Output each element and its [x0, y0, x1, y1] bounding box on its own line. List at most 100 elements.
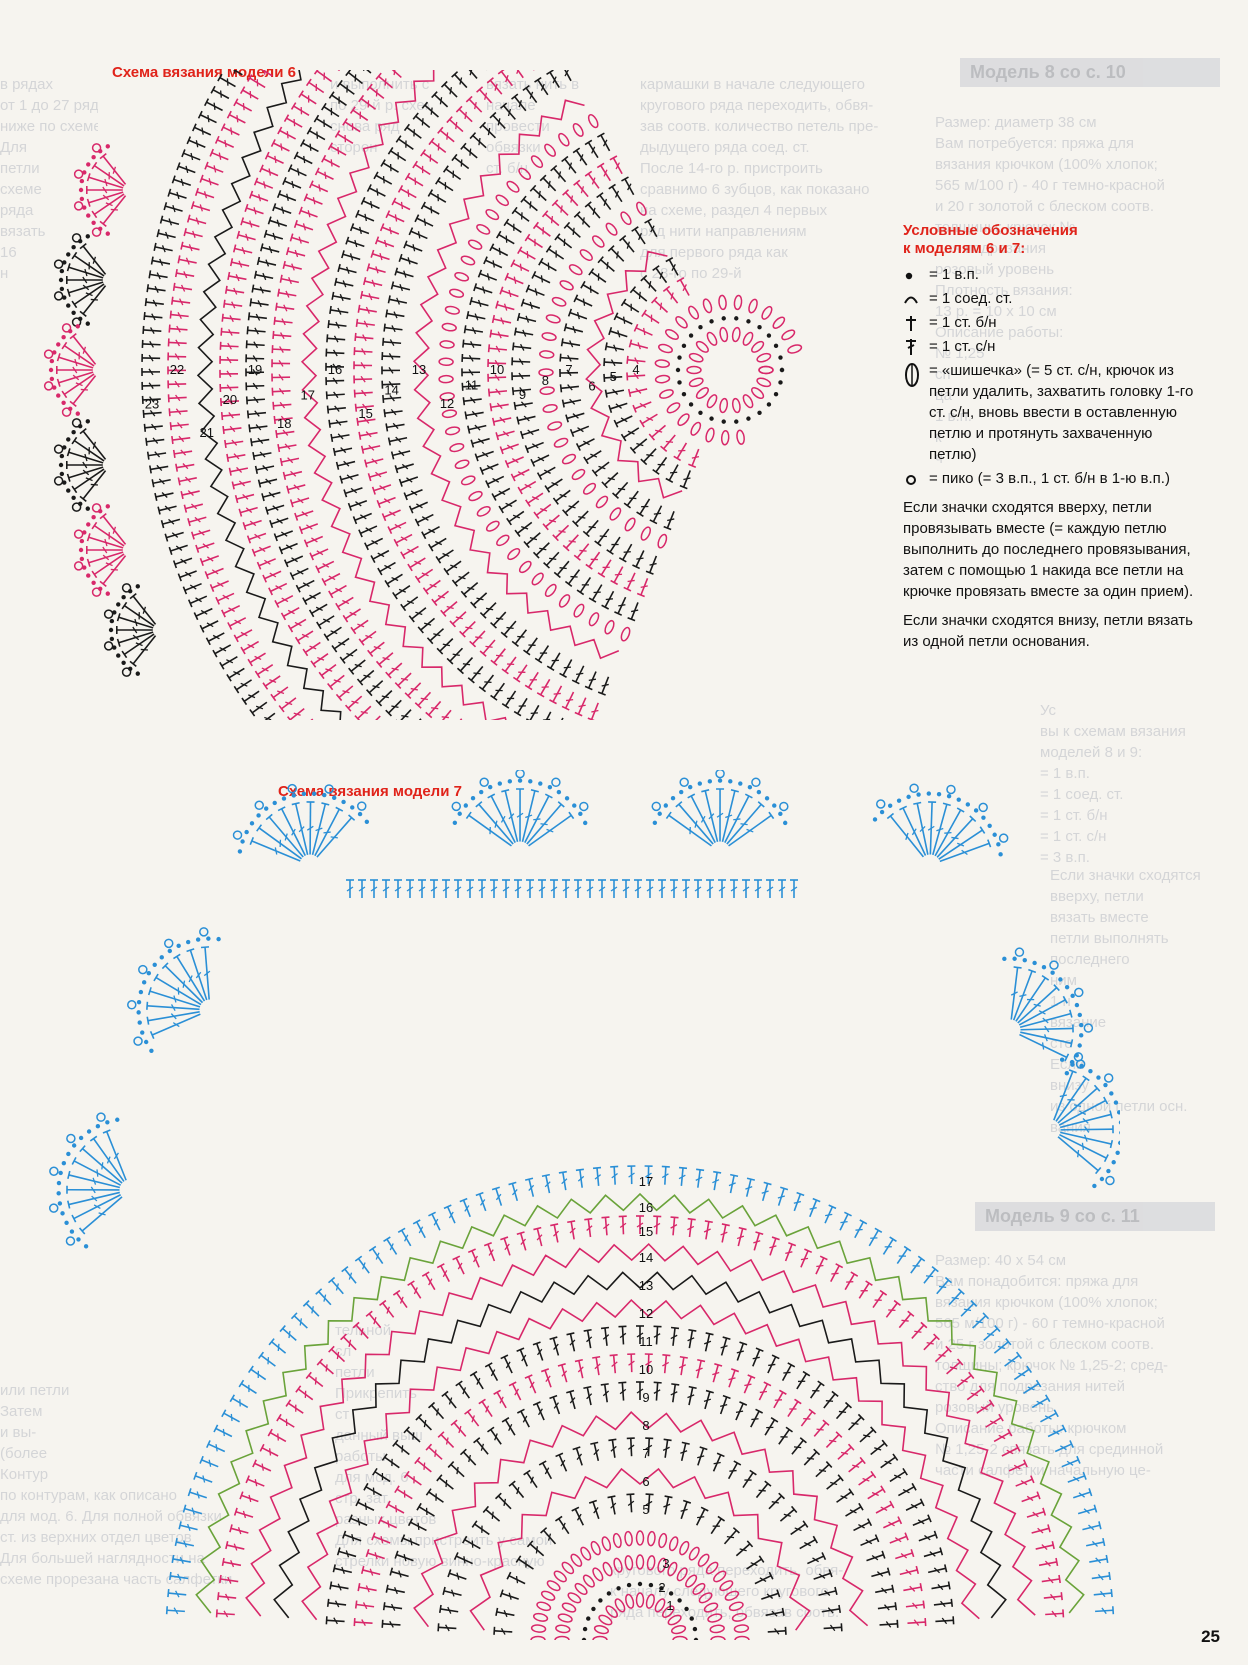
- stitch-bar: [390, 408, 397, 416]
- stitch-bar: [553, 692, 561, 695]
- stitch-top: [569, 428, 575, 437]
- popcorn-stitch-mark: [706, 394, 718, 409]
- stitch-top: [470, 601, 477, 609]
- stitch-top: [560, 338, 564, 347]
- stitch-top: [343, 489, 348, 498]
- zigzag-chain-row: [301, 1298, 980, 1621]
- picot-mark: [53, 259, 64, 269]
- stitch-top: [355, 209, 360, 218]
- stitch-bar: [491, 1511, 494, 1519]
- stitch-bar: [659, 271, 664, 279]
- bleed-line: розовый уровень: [935, 261, 1055, 278]
- stitch-bar: [142, 606, 147, 614]
- stitch-top: [451, 71, 459, 78]
- stitch-bar: [382, 886, 390, 892]
- popcorn-stitch-mark: [713, 1570, 727, 1583]
- popcorn-stitch-mark: [751, 387, 765, 400]
- stitch-bar: [400, 201, 404, 210]
- stitch-top: [500, 631, 508, 639]
- stitch-top: [442, 1586, 446, 1595]
- stitch-top: [354, 1255, 363, 1262]
- chain-stitch-mark: [572, 803, 577, 808]
- stitch-top: [594, 540, 602, 547]
- popcorn-stitch-mark: [518, 560, 532, 574]
- stitch-top: [632, 404, 637, 413]
- chain-stitch-mark: [66, 488, 71, 493]
- chain-stitch-mark: [66, 252, 71, 257]
- stitch-top: [1098, 1521, 1102, 1530]
- stitch-top: [968, 1371, 975, 1379]
- stitch-top: [79, 310, 87, 317]
- chain-stitch-mark: [256, 813, 261, 818]
- chain-stitch-mark: [1113, 1100, 1119, 1105]
- stitch-bar: [195, 971, 202, 979]
- stitch-top: [245, 396, 249, 405]
- stitch-top: [178, 1521, 182, 1530]
- stitch-top: [590, 1441, 599, 1445]
- stitch-bar: [346, 474, 353, 481]
- stitch-top: [483, 256, 488, 265]
- stitch-bar: [177, 311, 182, 319]
- stitch-top: [538, 1460, 547, 1466]
- stitch-bar: [102, 554, 110, 561]
- legend-row-dc: = 1 ст. с/н: [903, 336, 1203, 357]
- stitch-top: [511, 640, 519, 647]
- stitch-top: [209, 584, 215, 593]
- stitch-top: [440, 80, 448, 88]
- chain-stitch-mark: [98, 226, 103, 232]
- stitch-top: [998, 1413, 1004, 1422]
- popcorn-stitch-mark: [620, 626, 631, 642]
- stitch-bar: [195, 140, 199, 148]
- stitch-bar: [361, 348, 366, 355]
- stitch-top: [282, 177, 287, 186]
- stitch-bar: [645, 1444, 653, 1450]
- stitch-bar: [588, 678, 597, 682]
- chain-stitch-mark: [778, 811, 783, 817]
- stitch-bar: [759, 1577, 767, 1583]
- stitch-bar: [790, 886, 798, 892]
- popcorn-stitch-mark: [540, 1590, 556, 1601]
- stitch-top: [1102, 1537, 1106, 1547]
- stitch-top: [382, 1602, 386, 1611]
- chain-stitch-mark: [56, 1180, 62, 1186]
- stitch-top: [525, 718, 530, 720]
- chain-stitch-mark: [1059, 1057, 1065, 1062]
- popcorn-stitch-mark: [720, 430, 730, 446]
- chain-stitch-mark: [78, 316, 83, 322]
- stitch-bar: [152, 299, 158, 307]
- stitch-bar: [628, 1172, 635, 1178]
- stitch-top: [275, 429, 278, 439]
- stitch-top: [768, 811, 775, 820]
- stitch-bar: [388, 381, 394, 388]
- chain-stitch-mark: [1069, 1059, 1075, 1065]
- stitch-bar: [417, 231, 421, 239]
- stitch-bar: [572, 413, 579, 419]
- stitch-bar: [725, 814, 733, 819]
- stitch-top: [390, 451, 395, 460]
- stitch-top: [99, 513, 107, 520]
- stitch-top: [587, 717, 595, 720]
- stitch-top: [608, 183, 616, 190]
- stitch-top: [453, 1552, 459, 1561]
- stitch-top: [620, 433, 627, 442]
- stitch-bar: [619, 1332, 627, 1339]
- stitch-top: [1062, 1609, 1065, 1618]
- stitch-bar: [793, 1200, 802, 1204]
- stitch-bar: [529, 1381, 535, 1389]
- stitch-bar: [720, 1231, 728, 1236]
- bleed-line: петли выполнять: [1050, 930, 1169, 947]
- popcorn-stitch-mark: [539, 350, 555, 359]
- stitch-top: [831, 1390, 839, 1398]
- stitch-top: [747, 1374, 756, 1379]
- picot-mark: [651, 801, 662, 812]
- stitch-bar: [228, 607, 236, 612]
- stitch-bar: [602, 1390, 610, 1397]
- stitch-top: [220, 411, 224, 421]
- stitch-top: [451, 579, 458, 587]
- stitch-bar: [253, 396, 259, 404]
- stitch-top: [160, 520, 165, 529]
- stitch-top: [514, 529, 521, 537]
- popcorn-stitch-mark: [604, 619, 615, 635]
- stitch-top: [403, 492, 408, 501]
- chain-stitch-mark: [778, 355, 783, 360]
